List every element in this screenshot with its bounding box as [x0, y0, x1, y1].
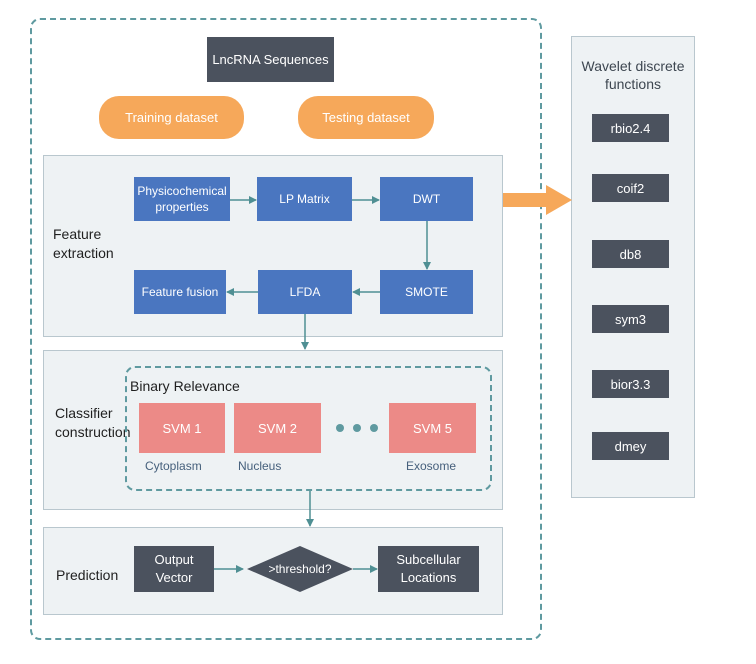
testing-dataset-pill: Testing dataset: [298, 96, 434, 139]
lp-matrix-box: LP Matrix: [257, 177, 352, 221]
feature-extraction-label: Feature extraction: [53, 226, 114, 261]
svm-2-box: SVM 2: [234, 403, 321, 453]
wavelet-item: dmey: [592, 432, 669, 460]
wavelet-item: bior3.3: [592, 370, 669, 398]
physicochemical-properties-box: Physicochemical properties: [134, 177, 230, 221]
wavelet-item: db8: [592, 240, 669, 268]
ellipsis-dot: [353, 424, 361, 432]
wavelet-item: rbio2.4: [592, 114, 669, 142]
wavelet-item: coif2: [592, 174, 669, 202]
lncrna-sequences-box: LncRNA Sequences: [207, 37, 334, 82]
nucleus-label: Nucleus: [238, 459, 282, 473]
binary-relevance-container: [125, 366, 492, 491]
classifier-construction-label: Classifier construction: [55, 405, 131, 440]
lfda-box: LFDA: [258, 270, 352, 314]
threshold-label: >threshold?: [268, 562, 332, 576]
dwt-to-wavelet-arrow: [503, 185, 572, 215]
svm-5-box: SVM 5: [389, 403, 476, 453]
subcellular-locations-box: Subcellular Locations: [378, 546, 479, 592]
feature-fusion-box: Feature fusion: [134, 270, 226, 314]
ellipsis-dot: [336, 424, 344, 432]
cytoplasm-label: Cytoplasm: [145, 459, 202, 473]
binary-relevance-label: Binary Relevance: [130, 378, 240, 394]
exosome-label: Exosome: [406, 459, 457, 473]
training-dataset-pill: Training dataset: [99, 96, 244, 139]
prediction-label: Prediction: [56, 567, 119, 583]
output-vector-box: Output Vector: [134, 546, 214, 592]
threshold-diamond: [247, 546, 353, 592]
ellipsis-dot: [370, 424, 378, 432]
main-dashed-container: [30, 18, 542, 640]
dwt-box: DWT: [380, 177, 473, 221]
wavelet-item: sym3: [592, 305, 669, 333]
wavelet-panel-title: Wavelet discrete functions: [581, 58, 685, 93]
svm-1-box: SVM 1: [139, 403, 225, 453]
smote-box: SMOTE: [380, 270, 473, 314]
